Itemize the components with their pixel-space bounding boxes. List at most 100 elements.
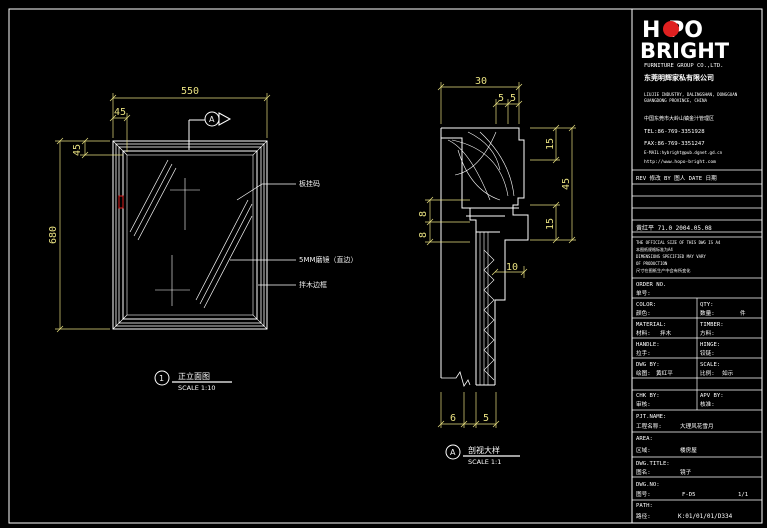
front-title-number: 1: [159, 374, 164, 383]
handle-label: HANDLE:: [636, 342, 660, 348]
material-label: MATERIAL:: [636, 322, 666, 328]
path-label: PATH:: [636, 503, 653, 509]
dim-45-label: 45: [561, 178, 572, 190]
front-view: A 550 45 45: [48, 86, 358, 392]
color-cn: 颜色:: [636, 309, 651, 317]
path-cn: 路径:: [636, 512, 651, 520]
qty-label: QTY:: [700, 302, 713, 308]
dim-8-8: [425, 196, 470, 246]
logo-bottom: BRIGHT: [640, 39, 730, 63]
apv-by-cn: 核准:: [700, 400, 715, 408]
dim-15b-label: 15: [545, 218, 556, 230]
frame-line-2: [115, 143, 265, 327]
section-view: 30 5 5 15: [418, 76, 576, 466]
rev-header: REV 修改 BY 图人 DATE 日期: [636, 174, 717, 182]
company-en: FURNITURE GROUP CO.,LTD.: [644, 63, 723, 69]
dim-8b-label: 8: [418, 232, 429, 238]
dim-5-5: [492, 99, 523, 124]
company-cn: 东莞明辉家私有限公司: [644, 73, 714, 82]
path-value: K:01/01/01/D334: [678, 513, 733, 520]
order-no: ORDER NO.: [636, 282, 666, 288]
dim-5c-label: 5: [483, 413, 489, 424]
apv-by-label: APV BY:: [700, 393, 724, 399]
dwg-no-cn: 图号:: [636, 490, 651, 498]
scale-label: SCALE:: [700, 362, 720, 368]
section-callout-arrow: [218, 112, 232, 126]
chk-by-label: CHK BY:: [636, 393, 660, 399]
dim-height: [55, 137, 110, 333]
dim-15a-label: 15: [545, 138, 556, 150]
dim-width-label: 550: [181, 86, 199, 97]
dwg-title-cn: 图名:: [636, 468, 651, 476]
order-cn: 单号:: [636, 289, 651, 297]
break-line: [441, 371, 471, 387]
dim-height-label: 680: [48, 226, 59, 244]
area-label: AREA:: [636, 436, 653, 442]
dwg-title-value: 镜子: [680, 468, 692, 476]
website: http://www.hopo-bright.com: [644, 159, 716, 165]
fax: FAX:86-769-3351247: [644, 141, 705, 147]
dim-left-offset-label: 45: [114, 107, 126, 118]
timber-label: TIMBER:: [700, 322, 724, 328]
leaders: [230, 183, 296, 286]
dim-top-offset-label: 45: [72, 144, 83, 156]
sheet-border: [8, 8, 763, 524]
material-value: 拌木: [660, 329, 672, 337]
notes-4: OF PRODUCTION: [636, 261, 668, 266]
section-title: 剖视大样: [468, 445, 500, 455]
section-callout-letter: A: [209, 115, 215, 124]
notes-3: DIMENSIONS SPECIFIED MAY VARY: [636, 254, 706, 259]
title-block-border: [631, 8, 763, 524]
note-frame: 拌木边框: [299, 280, 327, 289]
info-grid-lines: [632, 277, 762, 501]
miter-tr: [252, 140, 268, 156]
timber-cn: 方料:: [700, 329, 715, 337]
section-scale: SCALE 1:1: [468, 458, 501, 466]
chk-by-cn: 审核:: [636, 400, 651, 408]
section-title-letter: A: [450, 448, 456, 457]
dim-10-label: 10: [506, 262, 518, 273]
note-glass: 5MM磨镜（直边）: [299, 255, 358, 264]
front-title-circle: [154, 370, 170, 386]
pjt-name-cn: 工程名称:: [636, 422, 662, 430]
notes-1: THE OFFICIAL SIZE OF THIS DWG IS A4: [636, 240, 721, 245]
frame-outer: [112, 140, 268, 330]
handle-cn: 拉手:: [636, 349, 651, 357]
dim-bottom: [437, 392, 500, 428]
frame-line-3: [118, 146, 262, 324]
dim-5a-label: 5: [498, 93, 504, 104]
reflection-lines: [129, 159, 253, 309]
qty-cn: 数量:: [700, 309, 715, 317]
dwg-no-label: DWG.NO:: [636, 482, 660, 488]
glass-layers: [479, 232, 489, 385]
dim-6-label: 6: [450, 413, 456, 424]
address-en-2: GUANGDONG PROVINCE, CHINA: [644, 98, 708, 103]
pjt-name-label: PJT.NAME:: [636, 414, 666, 420]
dim-depth: [437, 82, 523, 124]
rev-table-lines: [632, 169, 762, 238]
title-block: H PO BRIGHT FURNITURE GROUP CO.,LTD. 东莞明…: [632, 18, 762, 520]
dim-10: [491, 266, 528, 278]
hook-mark: [118, 195, 124, 209]
logo-dot-icon: [663, 21, 679, 37]
center-marks: [155, 178, 200, 306]
dwg-no-value: F-D5: [682, 492, 695, 498]
front-title: 正立面图: [178, 371, 210, 381]
dim-width: [109, 93, 271, 138]
dwg-by-label: DWG BY:: [636, 362, 660, 368]
notes-5: 尺寸在图纸生产中会有所变化: [636, 267, 691, 274]
address-cn: 中国东莞市大岭山镇金汁管理区: [644, 115, 714, 122]
miter-br: [252, 314, 268, 330]
designer-row: 黄红平 71.0 2004.05.08: [636, 224, 712, 232]
scale-cn: 比例:: [700, 369, 715, 377]
area-value: 楼房屋: [680, 446, 697, 454]
dim-depth-label: 30: [475, 76, 487, 87]
dwg-by-cn: 绘图:: [636, 369, 651, 377]
pjt-name-value: 大理风花雪月: [680, 422, 714, 430]
area-cn: 区域:: [636, 446, 651, 454]
dwg-by-value: 黄红平: [656, 369, 673, 377]
hinge-cn: 铰链:: [700, 349, 715, 357]
hinge-label: HINGE:: [700, 342, 720, 348]
notes-2: 本图纸规格标准为A4: [636, 246, 673, 252]
